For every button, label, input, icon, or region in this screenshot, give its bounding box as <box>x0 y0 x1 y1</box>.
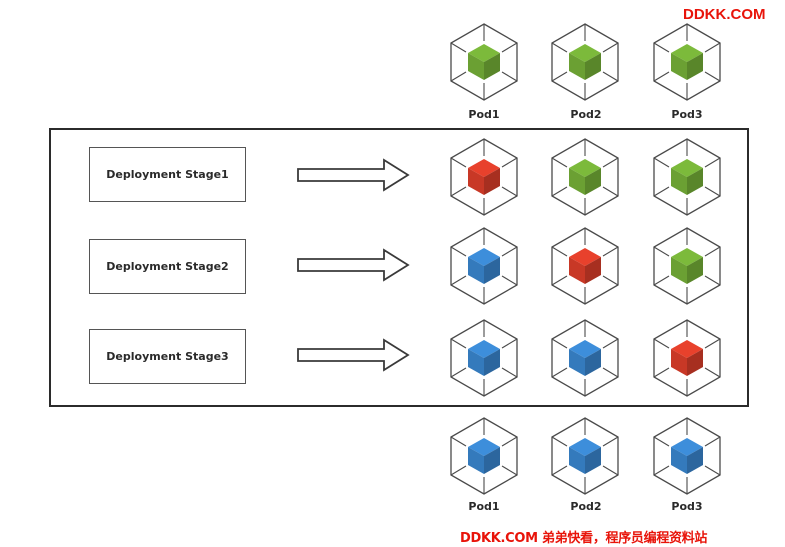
pod-label-top-2: Pod2 <box>570 108 602 121</box>
watermark-top: DDKK.COM <box>683 6 766 23</box>
pod-label-top-1: Pod1 <box>468 108 500 121</box>
pod-icon <box>448 226 520 306</box>
deployment-stage-1: Deployment Stage1 <box>89 147 246 202</box>
pod-label-bottom-3: Pod3 <box>671 500 703 513</box>
pod-icon <box>549 137 621 217</box>
pod-icon <box>549 416 621 496</box>
pod-icon <box>448 318 520 398</box>
deployment-stage-3: Deployment Stage3 <box>89 329 246 384</box>
deployment-stage-2: Deployment Stage2 <box>89 239 246 294</box>
pod-label-bottom-2: Pod2 <box>570 500 602 513</box>
pod-icon <box>549 318 621 398</box>
pod-label-bottom-1: Pod1 <box>468 500 500 513</box>
pod-icon <box>448 137 520 217</box>
pod-icon <box>549 22 621 102</box>
deployment-frame <box>49 128 749 407</box>
pod-icon <box>549 226 621 306</box>
pod-icon <box>651 137 723 217</box>
pod-icon <box>448 416 520 496</box>
pod-icon <box>651 318 723 398</box>
pod-icon <box>651 22 723 102</box>
watermark-bottom: DDKK.COM 弟弟快看，程序员编程资料站 <box>460 531 708 546</box>
arrow-icon <box>297 248 410 282</box>
pod-label-top-3: Pod3 <box>671 108 703 121</box>
arrow-icon <box>297 158 410 192</box>
pod-icon <box>651 226 723 306</box>
pod-icon <box>448 22 520 102</box>
pod-icon <box>651 416 723 496</box>
arrow-icon <box>297 338 410 372</box>
